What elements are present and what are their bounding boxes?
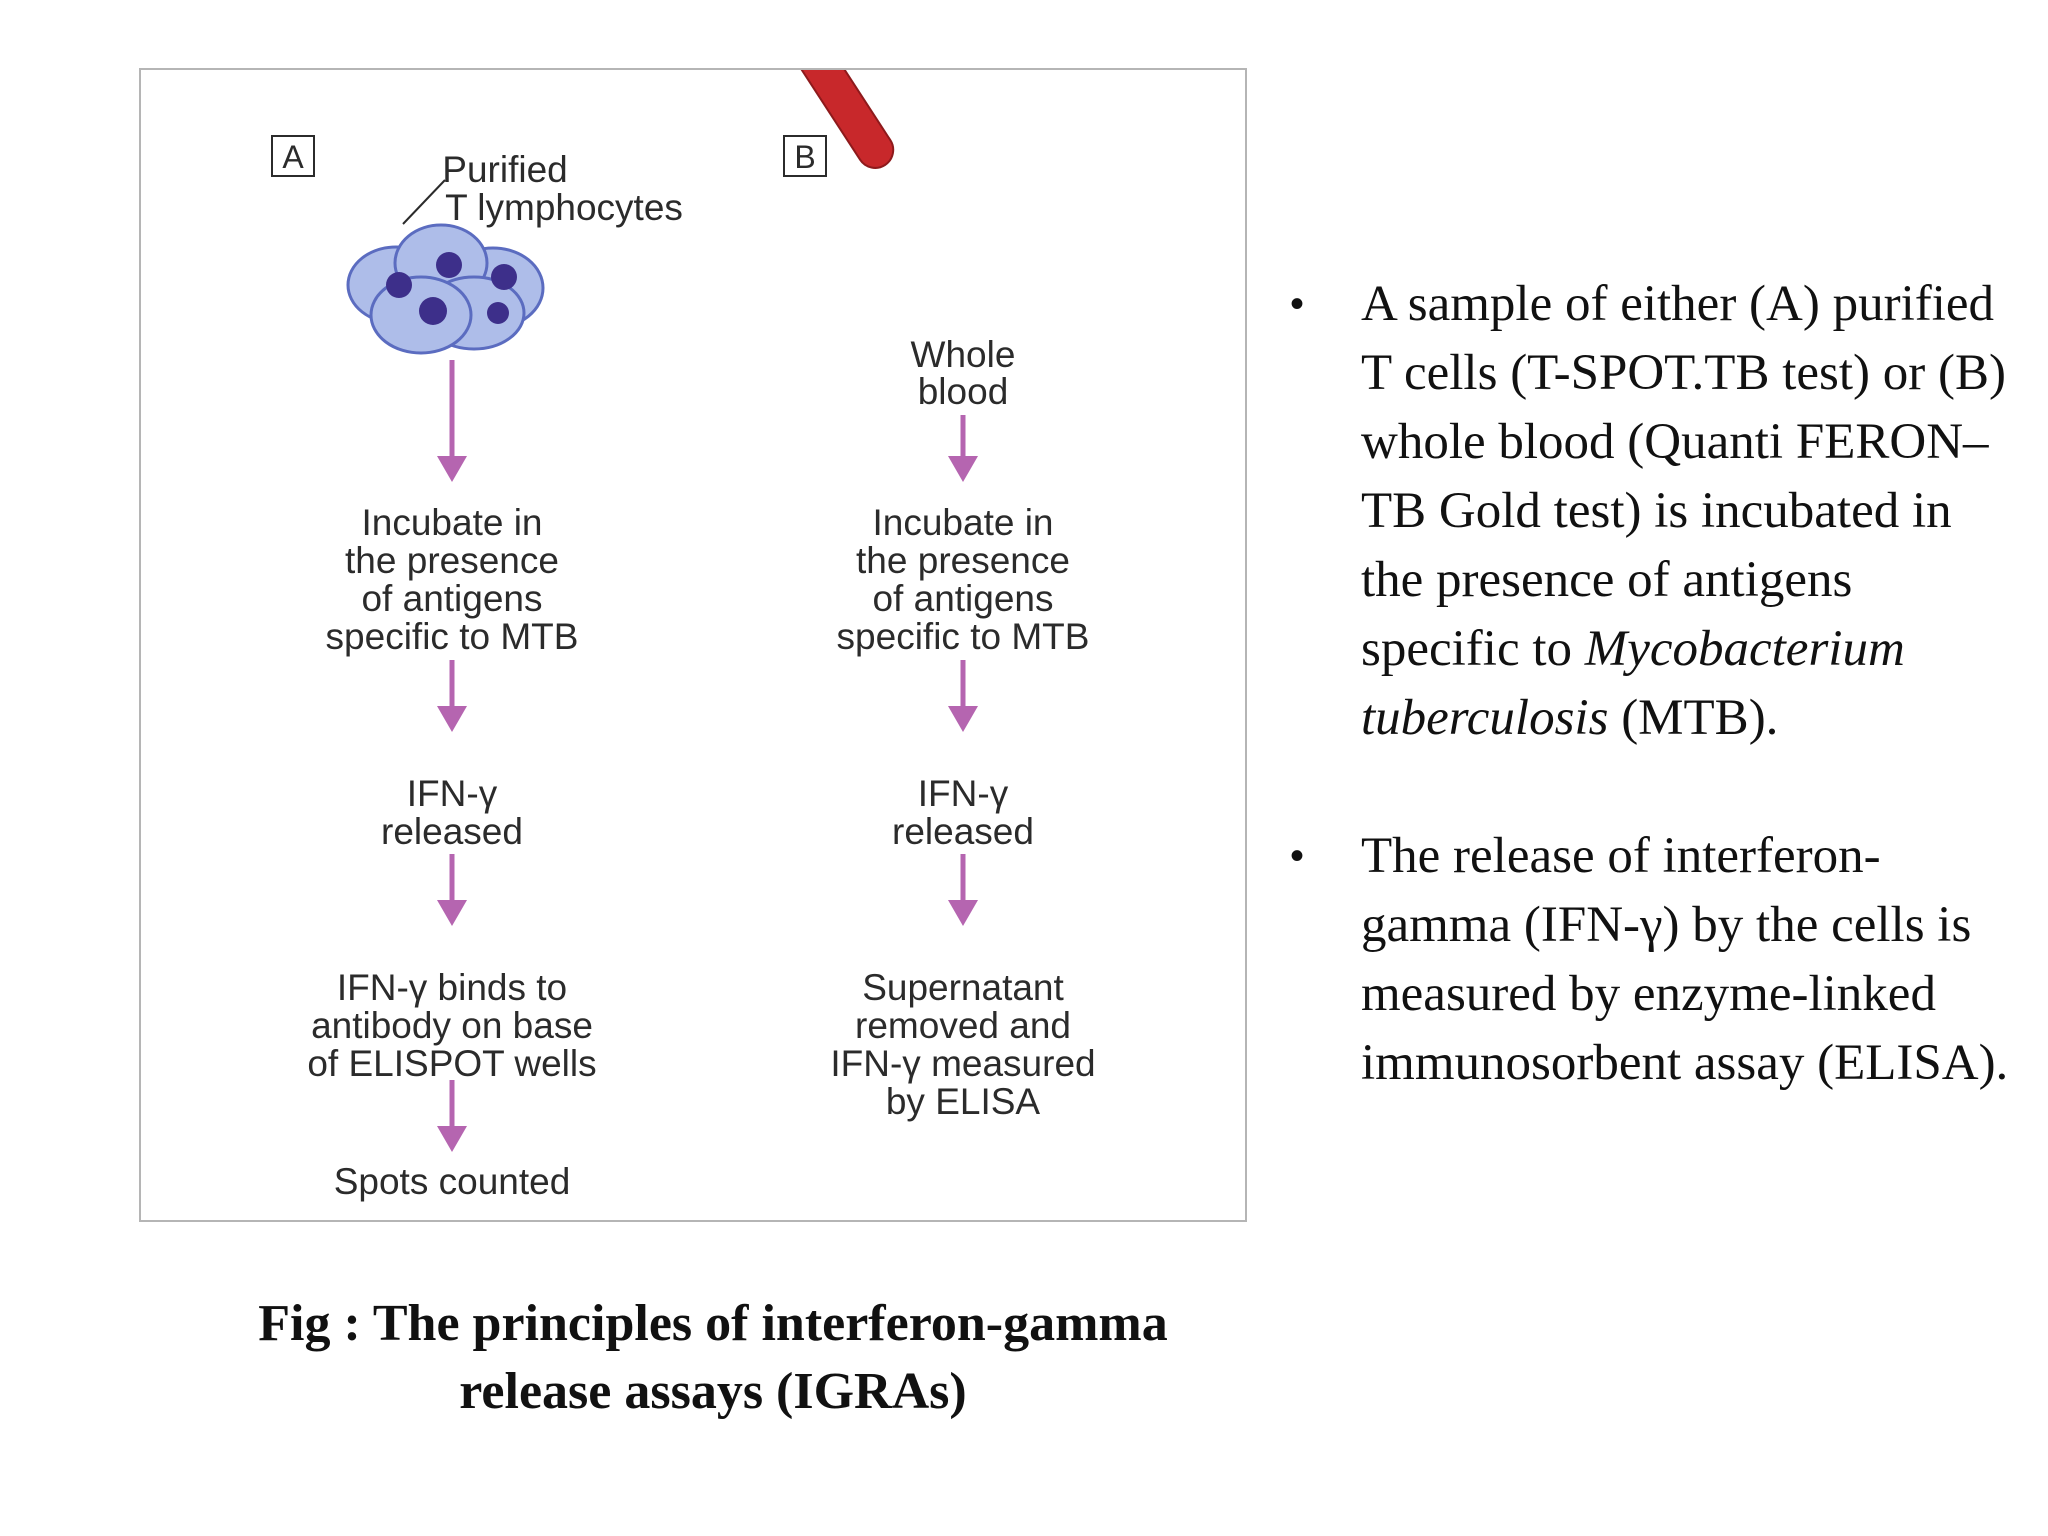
svg-text:of antigens: of antigens xyxy=(872,578,1053,619)
bullet-item-2: • The release of interferon-gamma (IFN-γ… xyxy=(1290,822,2010,1098)
panel-a-arrow-2 xyxy=(437,660,467,732)
svg-text:IFN-γ: IFN-γ xyxy=(918,773,1009,814)
bullet-2-text: The release of interferon-gamma (IFN-γ) … xyxy=(1361,828,2009,1091)
lymphocyte-leader-line xyxy=(402,179,446,225)
igra-figure: A B Purified T lymphocytes Whole xyxy=(139,68,1247,1222)
panel-a-arrow-4 xyxy=(437,1080,467,1152)
svg-text:Spots counted: Spots counted xyxy=(334,1161,571,1202)
blood-tube-icon xyxy=(747,70,895,169)
svg-text:IFN-γ binds to: IFN-γ binds to xyxy=(337,967,567,1008)
igra-diagram: A B Purified T lymphocytes Whole xyxy=(271,70,1096,1202)
caption-line-2: release assays (IGRAs) xyxy=(459,1363,967,1420)
panel-b-step-3: Supernatant removed and IFN-γ measured b… xyxy=(830,967,1095,1122)
svg-text:IFN-γ: IFN-γ xyxy=(407,773,498,814)
svg-text:released: released xyxy=(892,811,1034,852)
bullet-marker-2: • xyxy=(1290,834,1305,878)
panel-b-arrow-2 xyxy=(948,660,978,732)
panel-a-arrow-1 xyxy=(437,360,467,482)
svg-text:released: released xyxy=(381,811,523,852)
svg-text:Incubate in: Incubate in xyxy=(361,502,542,543)
panel-b-step-2: IFN-γ released xyxy=(892,773,1034,852)
bullet-1-italic: Mycobacterium tuberculosis xyxy=(1361,621,1905,746)
svg-text:removed and: removed and xyxy=(855,1005,1071,1046)
panel-b-label-line-2: blood xyxy=(918,371,1009,412)
svg-text:specific to MTB: specific to MTB xyxy=(326,616,579,657)
panel-a-label-line-1: Purified xyxy=(442,149,567,190)
caption-line-1: Fig : The principles of interferon-gamma xyxy=(258,1295,1168,1352)
lymphocyte-cluster-icon xyxy=(346,223,545,355)
panel-a-step-4: Spots counted xyxy=(334,1161,571,1202)
svg-text:of ELISPOT wells: of ELISPOT wells xyxy=(307,1043,596,1084)
svg-text:the presence: the presence xyxy=(345,540,559,581)
svg-text:antibody on base: antibody on base xyxy=(311,1005,593,1046)
panel-b-arrow-3 xyxy=(948,854,978,926)
panel-b-letter: B xyxy=(794,139,815,175)
panel-a-step-2: IFN-γ released xyxy=(381,773,523,852)
bullet-1-text-end: (MTB). xyxy=(1608,690,1779,746)
panel-a-letter-box xyxy=(271,135,315,177)
panel-a-label-line-2: T lymphocytes xyxy=(445,187,683,228)
panel-a-letter: A xyxy=(282,139,304,175)
panel-b-label-line-1: Whole xyxy=(911,334,1016,375)
bullet-item-1: • A sample of either (A) purified T cell… xyxy=(1290,270,2010,753)
svg-text:specific to MTB: specific to MTB xyxy=(837,616,1090,657)
panel-a-arrow-3 xyxy=(437,854,467,926)
bullet-1-text: A sample of either (A) purified T cells … xyxy=(1361,276,2006,677)
panel-a-step-1: Incubate in the presence of antigens spe… xyxy=(326,502,579,657)
panel-b-arrow-1 xyxy=(948,415,978,482)
svg-text:by ELISA: by ELISA xyxy=(886,1081,1041,1122)
panel-a-step-3: IFN-γ binds to antibody on base of ELISP… xyxy=(307,967,596,1084)
bullet-list: • A sample of either (A) purified T cell… xyxy=(1290,270,2010,1167)
svg-text:the presence: the presence xyxy=(856,540,1070,581)
svg-text:of antigens: of antigens xyxy=(361,578,542,619)
bullet-marker-1: • xyxy=(1290,282,1305,326)
svg-text:IFN-γ measured: IFN-γ measured xyxy=(830,1043,1095,1084)
panel-b-step-1: Incubate in the presence of antigens spe… xyxy=(837,502,1090,657)
figure-caption: Fig : The principles of interferon-gamma… xyxy=(139,1290,1287,1426)
svg-text:Supernatant: Supernatant xyxy=(862,967,1064,1008)
panel-b-letter-box xyxy=(783,135,827,177)
svg-text:Incubate in: Incubate in xyxy=(872,502,1053,543)
